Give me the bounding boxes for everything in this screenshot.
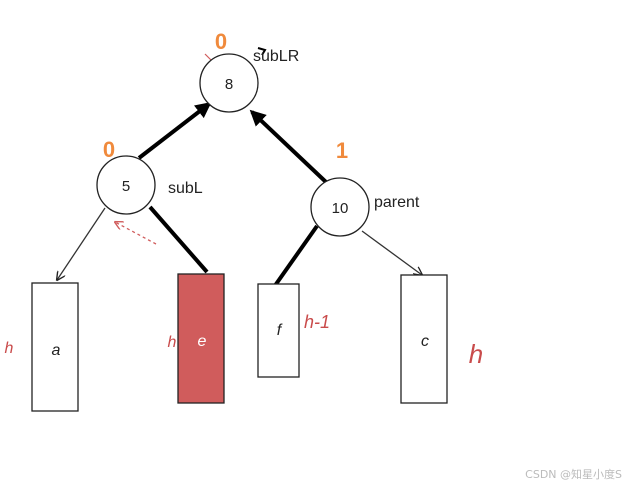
subtree-f-name: f — [277, 322, 283, 339]
node-parent: 10 — [310, 177, 370, 237]
node-subLR: 8 — [199, 53, 259, 113]
edge-subLR-parent — [249, 109, 329, 185]
bf-subLR: 0 — [215, 29, 227, 54]
bf-subL: 0 — [103, 137, 115, 162]
edge-subL-a — [57, 207, 106, 280]
red-dotted-arrow — [115, 222, 157, 245]
subtree-c-name: c — [421, 333, 429, 350]
subtree-a: a — [31, 282, 79, 412]
subtree-e-name: e — [198, 333, 207, 350]
small-hook-arrow — [257, 47, 267, 56]
label-parent: parent — [374, 194, 420, 211]
height-c: h — [469, 339, 483, 369]
edge-subLR-subL — [137, 102, 212, 160]
subtree-c: c — [400, 274, 448, 404]
node-subL-key: 5 — [122, 178, 130, 195]
edge-parent-f — [272, 224, 319, 289]
subtree-e: e — [177, 273, 225, 404]
height-a: h — [5, 340, 14, 357]
bf-parent: 1 — [336, 138, 348, 163]
edge-parent-c — [361, 230, 422, 275]
red-tick-mark — [204, 53, 212, 61]
height-f: h-1 — [304, 312, 330, 332]
label-subLR: subLR — [253, 48, 299, 65]
subtree-f: f — [257, 283, 300, 378]
label-subL: subL — [168, 180, 203, 197]
node-subL: 5 — [96, 155, 156, 215]
watermark: CSDN @知星小度S — [525, 467, 622, 481]
node-parent-key: 10 — [332, 200, 349, 217]
edge-subL-e — [148, 205, 209, 274]
node-subLR-key: 8 — [225, 76, 233, 93]
subtree-a-name: a — [52, 342, 61, 359]
height-e: h — [168, 334, 177, 351]
